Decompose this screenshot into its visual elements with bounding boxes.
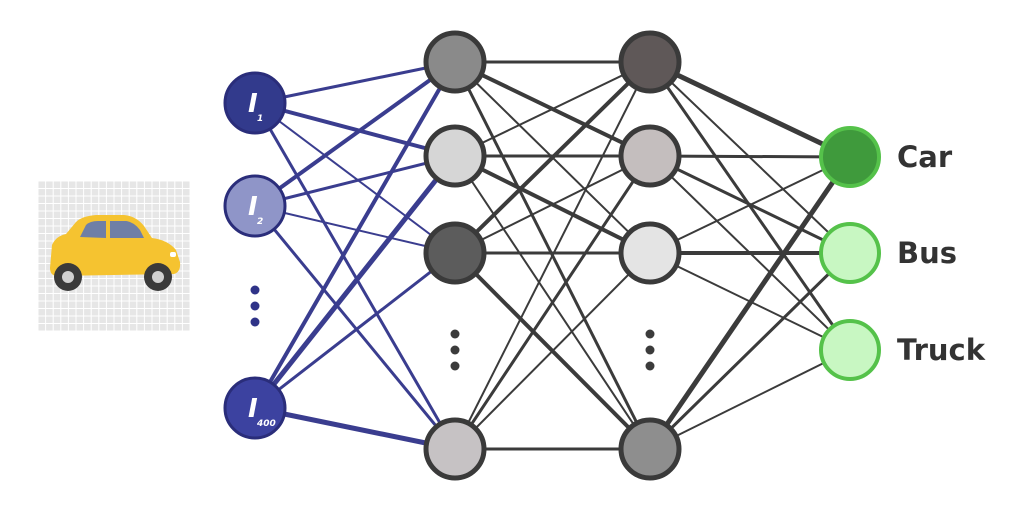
input-edge (254, 405, 456, 452)
input-edge (253, 154, 457, 410)
input-node (223, 376, 287, 440)
hidden-edge (453, 155, 652, 450)
input-edge (254, 154, 456, 208)
ellipsis-dot (250, 301, 260, 311)
input-node-index: 2 (257, 217, 263, 227)
input-edge (254, 205, 456, 254)
hidden-1-ellipsis (450, 329, 460, 371)
car-window (80, 221, 106, 238)
input-edge (254, 60, 456, 105)
ellipsis-dot (450, 345, 460, 355)
input-edge (254, 102, 456, 254)
ellipsis-dot (250, 285, 260, 295)
hidden-edge (454, 61, 651, 157)
car-wheel-front-hub (62, 271, 74, 283)
input-node-index: 400 (256, 419, 276, 429)
hidden-1-node (423, 124, 487, 188)
ellipsis-dot (645, 361, 655, 371)
hidden-2-node (618, 417, 682, 481)
input-edge (253, 60, 457, 410)
hidden-2-node (618, 124, 682, 188)
car-wheel-rear-hub (152, 271, 164, 283)
input-node-label: I (248, 394, 258, 424)
hidden-1-node (423, 417, 487, 481)
output-node-car (819, 126, 881, 188)
car-window (110, 221, 144, 238)
output-edge (647, 155, 853, 451)
ellipsis-dot (645, 345, 655, 355)
output-node-truck (819, 319, 881, 381)
output-node-bus (819, 222, 881, 284)
output-label-car: Car (897, 140, 953, 174)
ellipsis-dot (450, 361, 460, 371)
hidden-edge (454, 252, 651, 450)
ellipsis-dot (645, 329, 655, 339)
input-edge (254, 101, 456, 158)
input-edge (253, 205, 457, 450)
hidden-to-hidden-edges (453, 60, 652, 451)
output-edge (648, 59, 852, 160)
ellipsis-dot (450, 329, 460, 339)
car-icon (50, 215, 181, 291)
input-ellipsis (250, 285, 260, 327)
input-node (223, 71, 287, 135)
input-node-index: 1 (257, 114, 263, 124)
hidden-edge (454, 61, 651, 450)
hidden-1-node (423, 30, 487, 94)
car-body (50, 215, 181, 276)
input-edge (253, 102, 457, 450)
input-edge (253, 60, 457, 208)
hidden-edge (454, 155, 651, 254)
input-image (37, 180, 191, 332)
input-to-hidden-edges (253, 60, 457, 452)
output-label-bus: Bus (897, 236, 957, 270)
output-edge (649, 154, 851, 159)
ellipsis-dot (250, 317, 260, 327)
hidden-1-node (423, 221, 487, 285)
hidden-2-ellipsis (645, 329, 655, 371)
hidden-layer-1 (423, 30, 487, 481)
input-edge (254, 251, 456, 410)
input-node-label: I (248, 192, 258, 222)
output-edge (649, 156, 851, 254)
hidden-edge (453, 60, 652, 255)
output-edge (649, 349, 851, 450)
output-label-truck: Truck (897, 333, 986, 367)
hidden-layer-2 (618, 30, 682, 481)
input-node-label: I (248, 89, 258, 119)
input-node (223, 174, 287, 238)
output-edge (648, 251, 852, 451)
hidden-to-output-edges (647, 59, 853, 451)
car-headlight (170, 252, 176, 257)
hidden-2-node (618, 30, 682, 94)
hidden-2-node (618, 221, 682, 285)
